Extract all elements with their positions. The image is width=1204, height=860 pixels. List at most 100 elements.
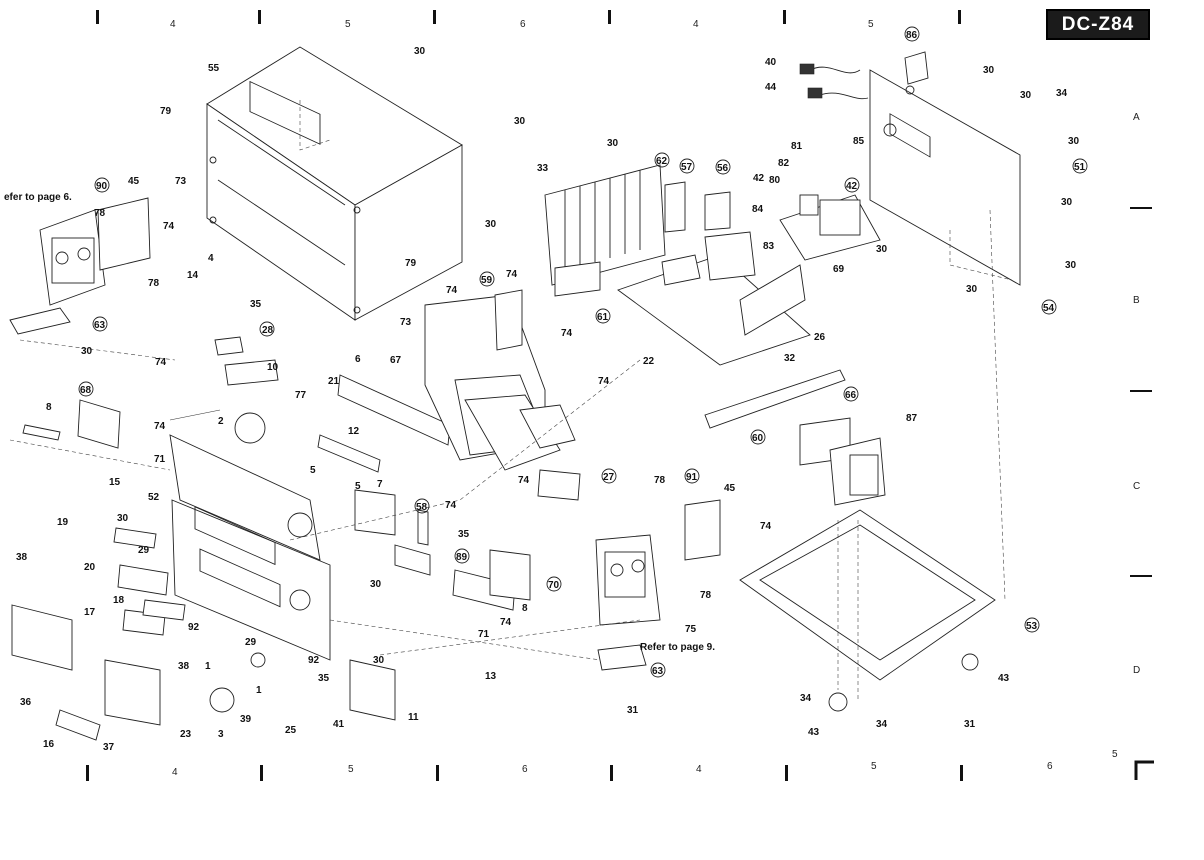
callout-17: 17 bbox=[84, 607, 96, 618]
callout-89: 89 bbox=[456, 552, 468, 563]
callout-14: 14 bbox=[187, 270, 199, 281]
transformer-87 bbox=[799, 417, 886, 506]
callout-22: 22 bbox=[643, 356, 655, 367]
callout-18: 18 bbox=[113, 595, 125, 606]
callout-rings bbox=[78, 26, 1088, 678]
model-badge: DC-Z84 bbox=[1046, 9, 1150, 40]
cassette-mechanism-left bbox=[9, 197, 151, 335]
cassette-mechanism-right bbox=[595, 499, 721, 671]
callout-84: 84 bbox=[752, 204, 764, 215]
callout-40: 40 bbox=[765, 57, 777, 68]
callout-56: 56 bbox=[717, 163, 729, 174]
callout-67: 67 bbox=[390, 355, 402, 366]
callout-43: 43 bbox=[998, 673, 1010, 684]
grid-col-top-2: 5 bbox=[345, 19, 351, 30]
callout-21: 21 bbox=[328, 376, 340, 387]
callout-5: 5 bbox=[355, 481, 361, 492]
callout-74: 74 bbox=[561, 328, 573, 339]
grid-col-top-3: 6 bbox=[520, 19, 526, 30]
callout-74: 74 bbox=[506, 269, 518, 280]
center-brackets bbox=[317, 374, 581, 721]
callout-33: 33 bbox=[537, 163, 549, 174]
bottom-grid-marks: 4 5 6 4 5 6 5 bbox=[86, 749, 1154, 781]
grid-col-bottom-6: 6 bbox=[1047, 761, 1053, 772]
callout-35: 35 bbox=[250, 299, 262, 310]
callout-69: 69 bbox=[833, 264, 845, 275]
callout-5: 5 bbox=[310, 465, 316, 476]
callout-10: 10 bbox=[267, 362, 279, 373]
left-small-parts bbox=[11, 399, 186, 741]
callout-4: 4 bbox=[208, 253, 214, 264]
power-cord-40 bbox=[799, 63, 869, 100]
callout-92: 92 bbox=[188, 622, 200, 633]
callout-90: 90 bbox=[96, 181, 108, 192]
callout-81: 81 bbox=[791, 141, 803, 152]
callout-60: 60 bbox=[752, 433, 764, 444]
callout-38: 38 bbox=[178, 661, 190, 672]
front-panel-assembly bbox=[169, 336, 331, 713]
callout-30: 30 bbox=[485, 219, 497, 230]
callout-35: 35 bbox=[458, 529, 470, 540]
callout-28: 28 bbox=[262, 325, 274, 336]
callout-1: 1 bbox=[205, 661, 211, 672]
callout-16: 16 bbox=[43, 739, 55, 750]
callout-92: 92 bbox=[308, 655, 320, 666]
callout-31: 31 bbox=[627, 705, 639, 716]
callout-15: 15 bbox=[109, 477, 121, 488]
callout-62: 62 bbox=[656, 156, 668, 167]
callout-3: 3 bbox=[218, 729, 224, 740]
grid-col-bottom-5: 5 bbox=[871, 761, 877, 772]
callout-78: 78 bbox=[94, 208, 106, 219]
refer-page-9-note: Refer to page 9. bbox=[640, 642, 715, 653]
callout-78: 78 bbox=[654, 475, 666, 486]
callout-51: 51 bbox=[1074, 162, 1086, 173]
callout-44: 44 bbox=[765, 82, 777, 93]
callout-78: 78 bbox=[700, 590, 712, 601]
callout-6: 6 bbox=[355, 354, 361, 365]
callout-83: 83 bbox=[763, 241, 775, 252]
callout-1: 1 bbox=[256, 685, 262, 696]
callout-87: 87 bbox=[906, 413, 918, 424]
callout-80: 80 bbox=[769, 175, 781, 186]
callout-30: 30 bbox=[81, 346, 93, 357]
callout-52: 52 bbox=[148, 492, 160, 503]
callout-30: 30 bbox=[1068, 136, 1080, 147]
callout-12: 12 bbox=[348, 426, 360, 437]
callout-38: 38 bbox=[16, 552, 28, 563]
callout-74: 74 bbox=[598, 376, 610, 387]
chassis-frame-67 bbox=[424, 289, 576, 471]
callout-45: 45 bbox=[128, 176, 140, 187]
grid-col-bottom-2: 5 bbox=[348, 764, 354, 775]
callout-68: 68 bbox=[80, 385, 92, 396]
callout-34: 34 bbox=[800, 693, 812, 704]
callout-30: 30 bbox=[1020, 90, 1032, 101]
rear-panel-54 bbox=[869, 51, 1021, 286]
callout-20: 20 bbox=[84, 562, 96, 573]
grid-col-top-5: 5 bbox=[868, 19, 874, 30]
callout-82: 82 bbox=[778, 158, 790, 169]
callout-11: 11 bbox=[408, 712, 419, 723]
callout-75: 75 bbox=[685, 624, 697, 635]
callout-30: 30 bbox=[514, 116, 526, 127]
refer-page-6-note: efer to page 6. bbox=[4, 192, 72, 203]
callout-54: 54 bbox=[1043, 303, 1055, 314]
bottom-chassis-53 bbox=[739, 509, 996, 712]
callout-71: 71 bbox=[478, 629, 490, 640]
callout-30: 30 bbox=[370, 579, 382, 590]
corner-mark-icon bbox=[1134, 760, 1154, 780]
callout-74: 74 bbox=[518, 475, 530, 486]
callout-66: 66 bbox=[845, 390, 857, 401]
callout-23: 23 bbox=[180, 729, 192, 740]
callout-26: 26 bbox=[814, 332, 826, 343]
callout-34: 34 bbox=[1056, 88, 1068, 99]
part-callouts: 55 79 73 30 30 79 73 90 45 78 74 78 63 3… bbox=[16, 30, 1086, 753]
callout-8: 8 bbox=[46, 402, 52, 413]
callout-8: 8 bbox=[522, 603, 528, 614]
main-pcb-22 bbox=[617, 231, 811, 366]
callout-35: 35 bbox=[318, 673, 330, 684]
callout-31: 31 bbox=[964, 719, 976, 730]
row-marks: A B C D bbox=[1130, 112, 1152, 676]
callout-30: 30 bbox=[1065, 260, 1077, 271]
callout-77: 77 bbox=[295, 390, 307, 401]
